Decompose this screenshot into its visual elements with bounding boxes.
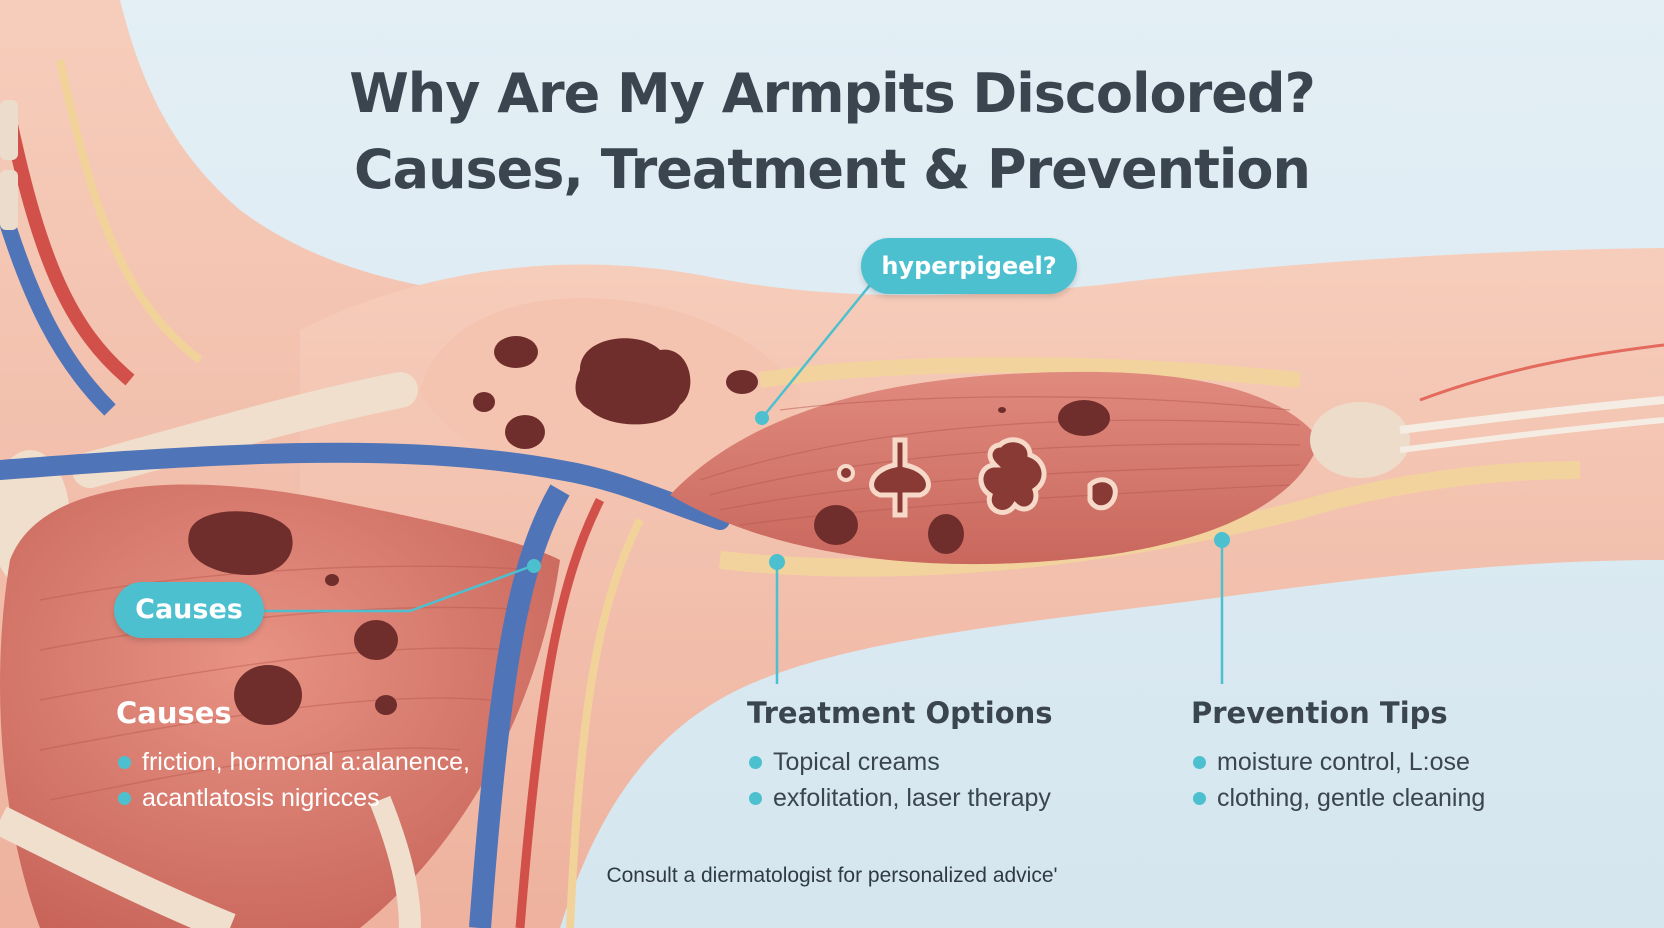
list-item: acantlatosis nigricces: [116, 780, 470, 816]
bullet-icon: [118, 756, 131, 769]
fat-layer: [758, 357, 1301, 388]
causes-heading: Causes: [116, 696, 232, 730]
neck-artery: [3, 118, 135, 386]
nerve-branch: [566, 518, 644, 928]
prevention-section: Prevention Tips moisture control, L:ose …: [1191, 696, 1485, 816]
brachial-vein: [0, 442, 730, 530]
list-item-text: clothing, gentle cleaning: [1217, 784, 1486, 812]
forearm-artery: [1419, 343, 1664, 402]
rib: [369, 795, 421, 928]
treatment-heading: Treatment Options: [747, 696, 1053, 730]
fat-layer: [719, 461, 1581, 577]
list-item-text: Topical creams: [773, 748, 940, 776]
treatment-section: Treatment Options Topical creams exfolit…: [747, 696, 1053, 816]
list-item: clothing, gentle cleaning: [1191, 780, 1485, 816]
causes-callout: Causes: [114, 582, 264, 638]
spine-segment: [0, 100, 18, 160]
causes-section: Causes friction, hormonal a:alanence, ac…: [116, 696, 470, 816]
bullet-icon: [1193, 792, 1206, 805]
prevention-heading: Prevention Tips: [1191, 696, 1448, 730]
rib: [0, 806, 236, 928]
neck-vein: [0, 197, 116, 416]
bullet-icon: [118, 792, 131, 805]
elbow-tendon: [1310, 402, 1410, 478]
list-item-text: friction, hormonal a:alanence,: [142, 748, 470, 776]
vein-branch: [469, 484, 570, 928]
list-item: moisture control, L:ose: [1191, 744, 1485, 780]
lesion-shapes: [869, 437, 1118, 518]
callout-lines: [264, 284, 1230, 684]
list-item: friction, hormonal a:alanence,: [116, 744, 470, 780]
artery-branch: [515, 497, 605, 928]
spine-segment: [0, 170, 18, 230]
list-item: Topical creams: [747, 744, 1053, 780]
pigment-spots: [188, 336, 1110, 725]
bullet-icon: [1193, 756, 1206, 769]
bullet-icon: [749, 792, 762, 805]
footer-note: Consult a diermatologist for personalize…: [606, 864, 1058, 887]
list-item-text: acantlatosis nigricces: [142, 784, 380, 812]
lesion-dot: [837, 464, 855, 482]
neck-nerve: [56, 59, 203, 364]
bullet-icon: [749, 756, 762, 769]
list-item-text: moisture control, L:ose: [1217, 748, 1470, 776]
forearm-nerve: [1399, 396, 1664, 434]
forearm-nerve: [1399, 417, 1664, 453]
list-item-text: exfolitation, laser therapy: [773, 784, 1051, 812]
list-item: exfolitation, laser therapy: [747, 780, 1053, 816]
hyperpigmentation-callout: hyperpigeel?: [861, 238, 1077, 294]
page-title-line-1: Why Are My Armpits Discolored?: [349, 62, 1316, 125]
page-title-line-2: Causes, Treatment & Prevention: [354, 138, 1311, 201]
